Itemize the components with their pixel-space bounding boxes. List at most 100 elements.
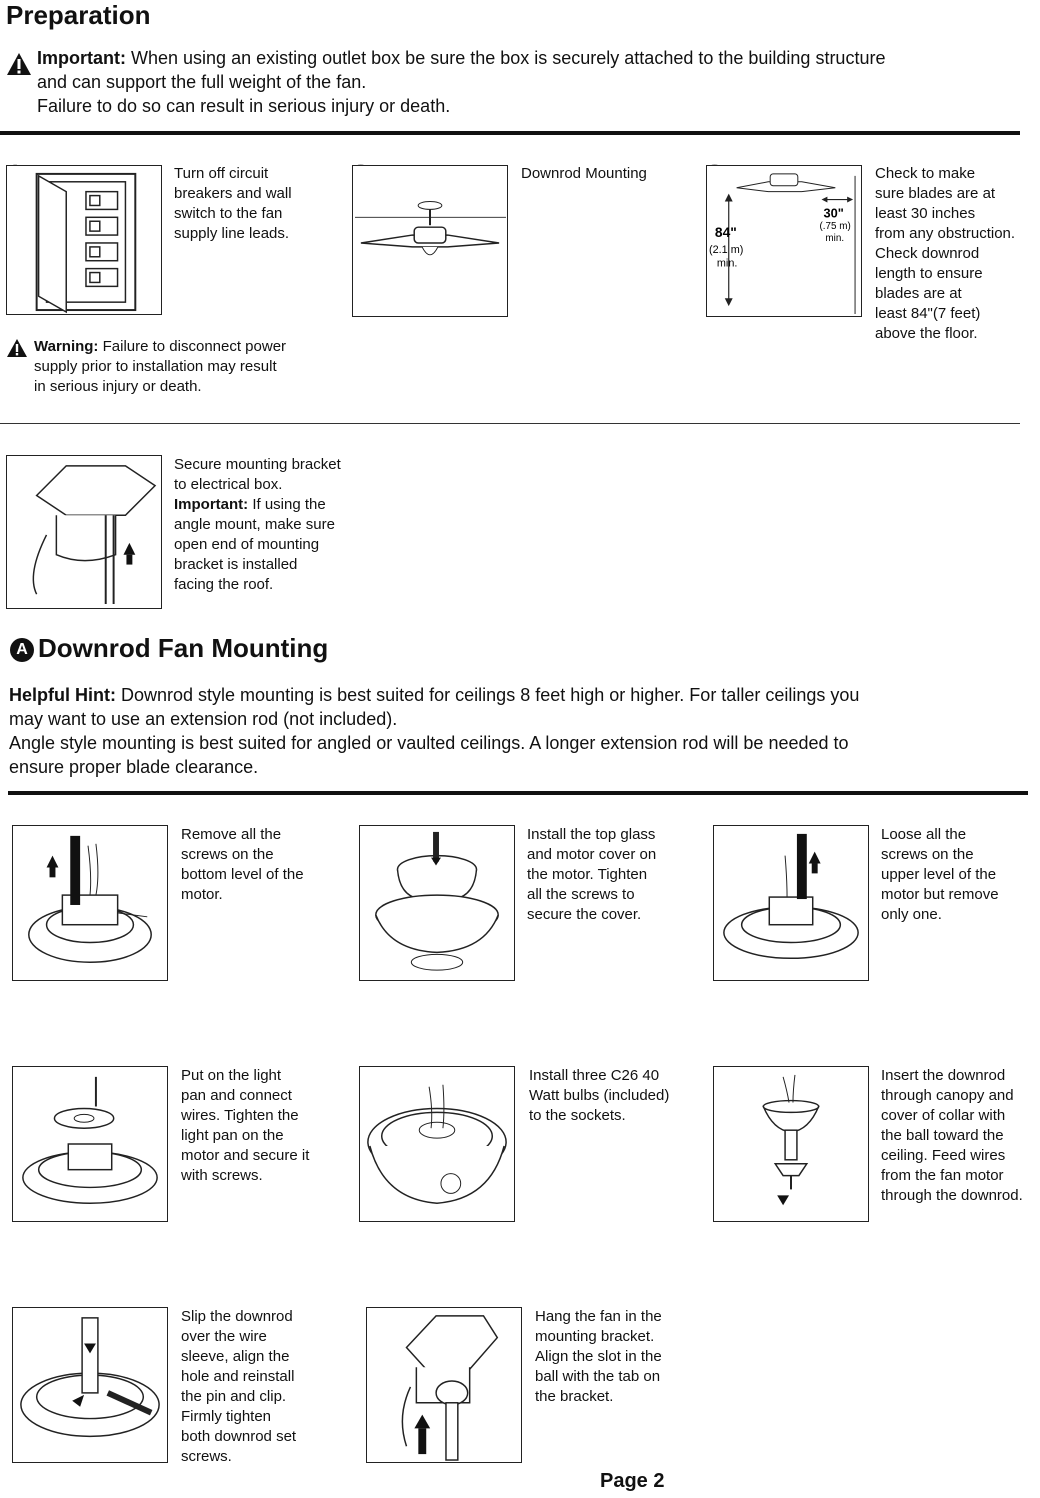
text-line: to the sockets.: [529, 1106, 669, 1126]
text-line: Hang the fan in the: [535, 1307, 662, 1327]
text-line: Check downrod: [875, 244, 1015, 264]
warning-text-3: in serious injury or death.: [34, 377, 286, 397]
prep-step-1-text: Turn off circuit breakers and wall switc…: [174, 164, 292, 244]
step-4-illustration-mounting-bracket: [6, 455, 162, 609]
text-line: motor.: [181, 885, 304, 905]
section-divider: [8, 791, 1028, 795]
text-line: Loose all the: [881, 825, 999, 845]
text-line: wires. Tighten the: [181, 1106, 309, 1126]
text-line: from the fan motor: [881, 1166, 1023, 1186]
important-text-1: When using an existing outlet box be sur…: [131, 48, 885, 68]
badge-letter: A: [10, 638, 34, 662]
text-line: screws on the: [181, 845, 304, 865]
important-notice: Important: When using an existing outlet…: [37, 46, 1037, 118]
text-line: with screws.: [181, 1166, 309, 1186]
downrod-step-7-illustration: [12, 1307, 168, 1463]
important-label: Important:: [174, 496, 248, 513]
important-text-3: Failure to do so can result in serious i…: [37, 96, 450, 116]
section-divider: [0, 423, 1020, 424]
text-line: ball with the tab on: [535, 1367, 662, 1387]
text-line: screws.: [181, 1447, 296, 1467]
text-line: Install the top glass: [527, 825, 656, 845]
text-line: all the screws to: [527, 885, 656, 905]
text-line: Install three C26 40: [529, 1066, 669, 1086]
hint-text-3: Angle style mounting is best suited for …: [9, 731, 1034, 755]
hint-text-4: ensure proper blade clearance.: [9, 755, 1034, 779]
important-text-2: and can support the full weight of the f…: [37, 72, 366, 92]
dim-30-metric: (.75 m): [820, 221, 851, 232]
text-line: Align the slot in the: [535, 1347, 662, 1367]
page-number: Page 2: [600, 1470, 664, 1493]
downrod-step-1-illustration: [12, 825, 168, 981]
text-line: least 84"(7 feet): [875, 304, 1015, 324]
hint-text-2: may want to use an extension rod (not in…: [9, 707, 1034, 731]
text-line: open end of mounting: [174, 535, 341, 555]
text-line: sure blades are at: [875, 184, 1015, 204]
text-line: Slip the downrod: [181, 1307, 296, 1327]
downrod-step-5-text: Install three C26 40 Watt bulbs (include…: [529, 1066, 669, 1126]
text-line: screws on the: [881, 845, 999, 865]
downrod-step-3-illustration: [713, 825, 869, 981]
warning-text-1: Failure to disconnect power: [103, 338, 286, 355]
text-line: pan and connect: [181, 1086, 309, 1106]
section-badge-icon: A: [10, 638, 34, 662]
text-line: Check to make: [875, 164, 1015, 184]
text-line: from any obstruction.: [875, 224, 1015, 244]
text-line: blades are at: [875, 284, 1015, 304]
downrod-step-2-text: Install the top glass and motor cover on…: [527, 825, 656, 925]
text-line: Insert the downrod: [881, 1066, 1023, 1086]
downrod-step-2-illustration: [359, 825, 515, 981]
warning-triangle-icon: [6, 52, 32, 76]
text-line: If using the: [248, 496, 326, 513]
text-line: Remove all the: [181, 825, 304, 845]
text-line: through the downrod.: [881, 1186, 1023, 1206]
text-line: ceiling. Feed wires: [881, 1146, 1023, 1166]
dim-84-metric: (2.1 m): [709, 244, 743, 256]
text-line: above the floor.: [875, 324, 1015, 344]
warning-triangle-icon: [6, 338, 28, 358]
text-line: through canopy and: [881, 1086, 1023, 1106]
text-line: the bracket.: [535, 1387, 662, 1407]
text-line: over the wire: [181, 1327, 296, 1347]
text-line: the ball toward the: [881, 1126, 1023, 1146]
step-3-illustration-clearance: 84" (2.1 m) min. 30" (.75 m) min.: [706, 165, 862, 317]
downrod-step-4-illustration: [12, 1066, 168, 1222]
text-line: and motor cover on: [527, 845, 656, 865]
text-line: Turn off circuit: [174, 164, 292, 184]
dim-30-min: min.: [825, 233, 844, 244]
downrod-step-1-text: Remove all the screws on the bottom leve…: [181, 825, 304, 905]
text-line: angle mount, make sure: [174, 515, 341, 535]
dim-84-min: min.: [717, 258, 738, 270]
text-line: length to ensure: [875, 264, 1015, 284]
text-line: bracket is installed: [174, 555, 341, 575]
downrod-step-6-text: Insert the downrod through canopy and co…: [881, 1066, 1023, 1206]
text-line: to electrical box.: [174, 475, 341, 495]
text-line: hole and reinstall: [181, 1367, 296, 1387]
downrod-step-8-text: Hang the fan in the mounting bracket. Al…: [535, 1307, 662, 1407]
text-line: mounting bracket.: [535, 1327, 662, 1347]
warning-label: Warning:: [34, 338, 98, 355]
step-1-illustration-breaker-panel: [6, 165, 162, 315]
dim-84-label: 84": [715, 224, 737, 240]
downrod-step-7-text: Slip the downrod over the wire sleeve, a…: [181, 1307, 296, 1467]
hint-text-1: Downrod style mounting is best suited fo…: [121, 685, 859, 705]
text-line: Put on the light: [181, 1066, 309, 1086]
hint-label: Helpful Hint:: [9, 685, 116, 705]
text-line: the pin and clip.: [181, 1387, 296, 1407]
helpful-hint: Helpful Hint: Downrod style mounting is …: [9, 683, 1034, 779]
text-line: Firmly tighten: [181, 1407, 296, 1427]
dim-30-label: 30": [823, 205, 843, 220]
step-2-illustration-downrod-fan: [352, 165, 508, 317]
downrod-step-6-illustration: [713, 1066, 869, 1222]
downrod-step-8-illustration: [366, 1307, 522, 1463]
text-line: breakers and wall: [174, 184, 292, 204]
section-divider: [0, 131, 1020, 135]
text-line: both downrod set: [181, 1427, 296, 1447]
text-line: only one.: [881, 905, 999, 925]
downrod-step-3-text: Loose all the screws on the upper level …: [881, 825, 999, 925]
prep-step-2-text: Downrod Mounting: [521, 164, 647, 184]
important-label: Important:: [37, 48, 126, 68]
downrod-step-5-illustration: [359, 1066, 515, 1222]
prep-step-4-text: Secure mounting bracket to electrical bo…: [174, 455, 341, 595]
text-line: Secure mounting bracket: [174, 455, 341, 475]
